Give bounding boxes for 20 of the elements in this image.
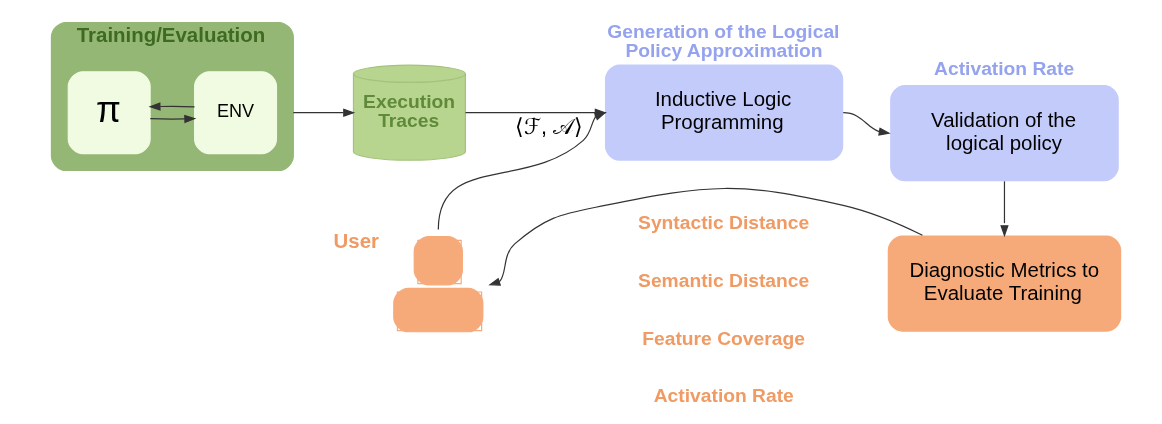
node-box: Validation of the logical policy xyxy=(889,85,1119,182)
label: Syntactic Distance xyxy=(637,212,809,234)
node-box: π xyxy=(67,71,151,155)
node-label: User xyxy=(333,229,379,253)
node-box: Inductive Logic Programming xyxy=(604,64,843,161)
label: Semantic Distance xyxy=(637,269,809,291)
node-box: Diagnostic Metrics to Evaluate Training xyxy=(887,235,1121,332)
label: Feature Coverage xyxy=(641,327,805,349)
edge-label: ⟨ℱ, 𝒜⟩ xyxy=(514,113,583,139)
arrow xyxy=(842,112,891,136)
node-box: ENV xyxy=(193,71,277,155)
arrow xyxy=(149,114,196,124)
arrow xyxy=(487,187,923,286)
arrow xyxy=(148,102,195,111)
arrow xyxy=(292,108,355,117)
node-label: Activation Rate xyxy=(933,58,1074,80)
node-label: Generation of the Logical Policy Approximation xyxy=(606,20,839,62)
arrow xyxy=(999,180,1009,238)
arrow xyxy=(437,112,607,231)
label: Activation Rate xyxy=(653,385,794,407)
